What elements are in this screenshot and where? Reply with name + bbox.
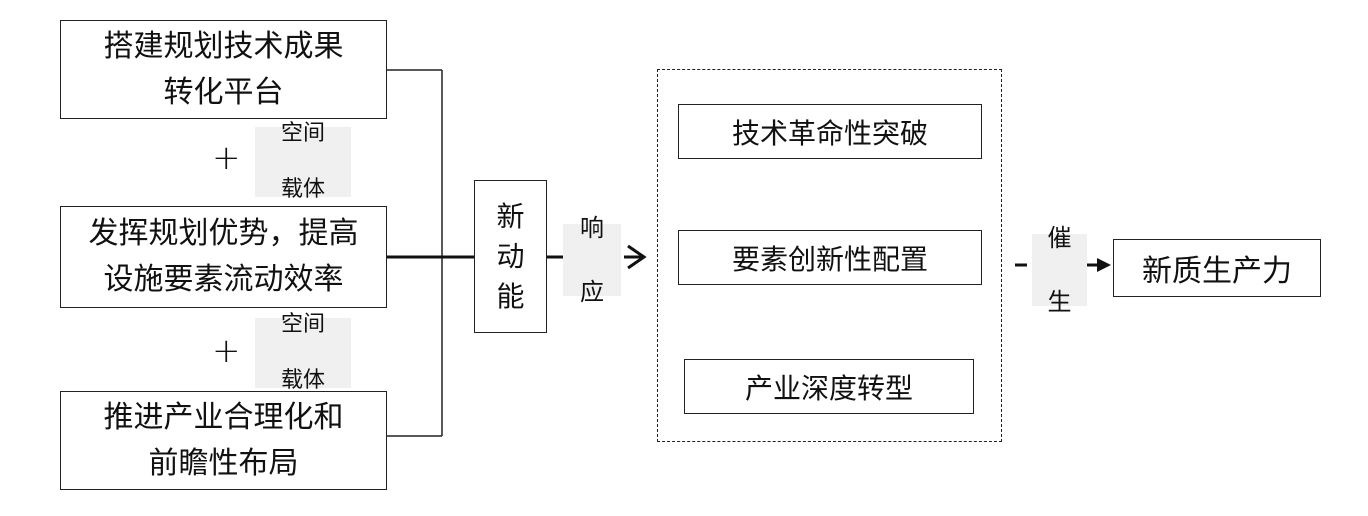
- effect-tech-breakthrough-label: 技术革命性突破: [731, 116, 928, 150]
- carrier-tag-1-line1: 空间: [280, 121, 325, 146]
- plus-sign-1: +: [212, 138, 241, 178]
- new-momentum-char1: 新: [496, 199, 525, 233]
- new-productivity-label: 新质生产力: [1142, 254, 1292, 289]
- carrier-tag-2-line1: 空间: [280, 312, 325, 337]
- carrier-tag-1: 空间 载体: [255, 121, 351, 202]
- effect-factor-allocation-label: 要素创新性配置: [731, 242, 928, 276]
- response-char2: 应: [580, 278, 604, 306]
- new-momentum-char2: 动: [496, 239, 525, 273]
- arrow-catalyze-head: [1097, 258, 1111, 272]
- response-tag: 响 应: [563, 214, 621, 306]
- box-platform-line1: 搭建规划技术成果: [103, 28, 344, 64]
- response-char1: 响: [580, 214, 604, 242]
- box-platform-line2: 转化平台: [163, 74, 284, 110]
- box-new-momentum: 新 动 能: [474, 180, 547, 333]
- box-advantage-line1: 发挥规划优势，提高: [88, 216, 359, 251]
- carrier-tag-2-line2: 载体: [280, 368, 325, 393]
- box-platform: 搭建规划技术成果 转化平台: [60, 20, 387, 119]
- catalyze-char1: 催: [1047, 224, 1072, 252]
- box-new-productivity: 新质生产力: [1113, 239, 1321, 297]
- effect-tech-breakthrough: 技术革命性突破: [678, 104, 982, 159]
- box-industry-line2: 前瞻性布局: [148, 445, 299, 481]
- box-industry: 推进产业合理化和 前瞻性布局: [60, 391, 387, 490]
- catalyze-tag: 催 生: [1032, 224, 1087, 316]
- effects-container: [657, 69, 1002, 442]
- carrier-tag-2: 空间 载体: [255, 312, 351, 393]
- box-advantage-line2: 设施要素流动效率: [103, 262, 344, 297]
- box-industry-line1: 推进产业合理化和: [103, 399, 344, 435]
- carrier-tag-1-line2: 载体: [280, 177, 325, 202]
- box-advantage: 发挥规划优势，提高 设施要素流动效率: [60, 206, 387, 308]
- new-momentum-char3: 能: [496, 279, 525, 313]
- effect-factor-allocation: 要素创新性配置: [678, 230, 982, 285]
- effect-industry-transformation-label: 产业深度转型: [744, 371, 913, 405]
- catalyze-char2: 生: [1047, 288, 1072, 316]
- effect-industry-transformation: 产业深度转型: [684, 359, 974, 414]
- plus-sign-2: +: [212, 331, 241, 371]
